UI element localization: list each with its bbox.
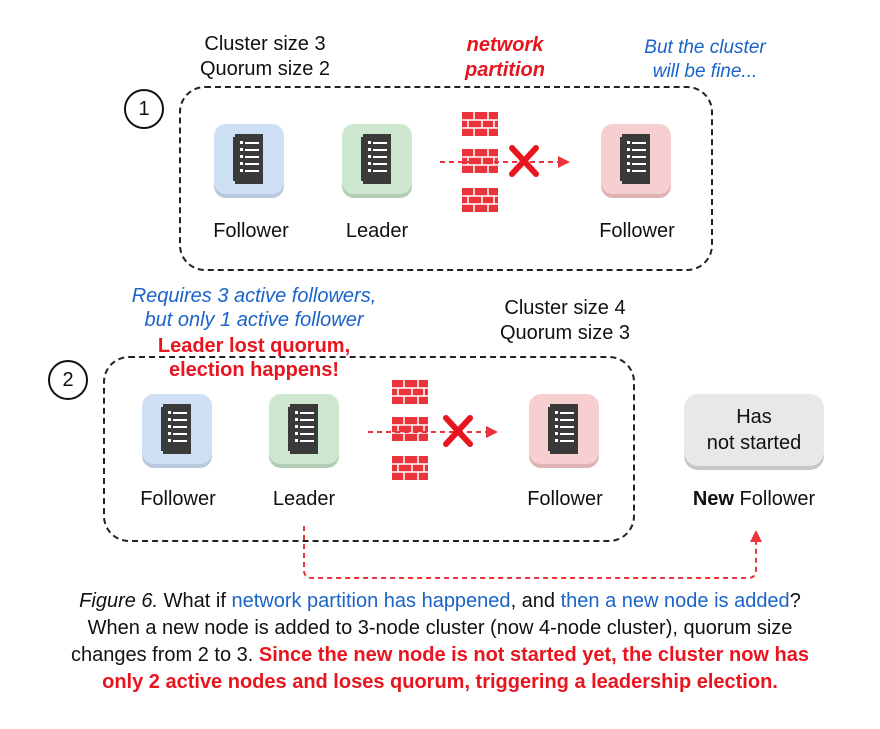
node-label: Leader (272, 488, 336, 510)
requires-note-line2: but only 1 active follower (144, 309, 364, 331)
caption-highlight-red: Since the new node is not started yet, t… (258, 644, 809, 666)
caption-text: ? (789, 590, 801, 612)
step-number-1: 1 (124, 89, 164, 129)
cluster-group-2 (103, 356, 635, 542)
server-icon (233, 134, 263, 184)
caption-line1: Figure 6. What if network partition has … (0, 588, 880, 615)
brick-wall-icon (391, 455, 429, 481)
follower-node-2a (142, 394, 212, 464)
partition-label-line2: partition (465, 59, 545, 81)
server-icon (361, 134, 391, 184)
server-icon (548, 404, 578, 454)
leader-node-2 (269, 394, 339, 464)
brick-wall-icon (391, 416, 429, 442)
figure-number: Figure 6. (79, 590, 159, 612)
node-label: Follower (140, 488, 216, 510)
new-label-bold: New (692, 488, 734, 510)
caption-text: changes from 2 to 3. (70, 644, 259, 666)
node-status-line1: Has (736, 406, 772, 428)
server-icon (288, 404, 318, 454)
cluster-fine-note-line1: But the cluster (644, 37, 766, 58)
quorum-size-label-2: Quorum size 3 (499, 322, 631, 344)
caption-highlight-blue: network partition has happened (231, 590, 511, 612)
quorum-lost-line1: Leader lost quorum, (157, 335, 351, 357)
node-status-line2: not started (706, 432, 802, 454)
figure-caption: Figure 6. What if network partition has … (0, 588, 880, 696)
step-number-2: 2 (48, 360, 88, 400)
new-label-rest: Follower (733, 488, 816, 510)
follower-node-1a (214, 124, 284, 194)
follower-node-1b (601, 124, 671, 194)
arrow-icon (303, 526, 757, 579)
server-icon (161, 404, 191, 454)
brick-wall-icon (461, 187, 499, 213)
caption-line3: changes from 2 to 3. Since the new node … (0, 642, 880, 669)
caption-highlight-blue: then a new node is added (560, 590, 790, 612)
partition-graphic-2 (368, 379, 498, 481)
caption-text: What if (158, 590, 232, 612)
node-label: Follower (599, 220, 675, 242)
node-label: Leader (345, 220, 409, 242)
requires-note-line1: Requires 3 active followers, (131, 285, 377, 307)
quorum-lost-line2: election happens! (168, 359, 340, 381)
caption-line4: only 2 active nodes and loses quorum, tr… (102, 671, 778, 693)
caption-line2: When a new node is added to 3-node clust… (87, 617, 793, 639)
brick-wall-icon (461, 111, 499, 137)
connector-arrow (303, 526, 762, 579)
cluster-group-1 (179, 86, 713, 271)
node-label: Follower (213, 220, 289, 242)
cluster-size-label-1: Cluster size 3 (204, 33, 326, 55)
new-follower-node: Has not started (684, 394, 824, 466)
caption-text: , and (510, 590, 561, 612)
quorum-size-label-1: Quorum size 2 (199, 58, 331, 80)
x-mark-icon (509, 145, 539, 177)
leader-node-1 (342, 124, 412, 194)
cluster-fine-note-line2: will be fine... (652, 61, 758, 82)
cluster-size-label-2: Cluster size 4 (504, 297, 626, 319)
follower-node-2b (529, 394, 599, 464)
node-label: Follower (527, 488, 603, 510)
partition-graphic-1 (440, 111, 570, 213)
brick-wall-icon (391, 379, 429, 405)
new-follower-label: New Follower (674, 488, 834, 511)
partition-label-line1: network (466, 34, 544, 56)
server-icon (620, 134, 650, 184)
x-mark-icon (443, 415, 473, 447)
